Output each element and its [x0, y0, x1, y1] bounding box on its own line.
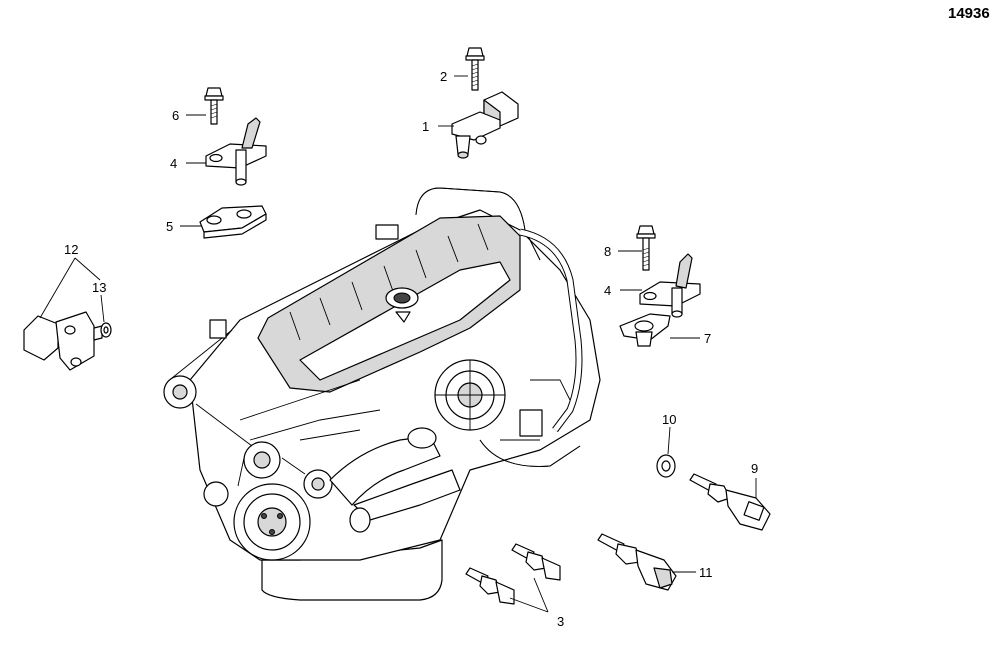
callout-6: 6 [172, 108, 179, 123]
callout-9: 9 [751, 461, 758, 476]
bolt-6 [204, 87, 224, 125]
spacer-plate-5 [199, 205, 267, 239]
speed-sensor-4-right [639, 253, 701, 318]
callout-5: 5 [166, 219, 173, 234]
callout-3: 3 [557, 614, 564, 629]
sensor-3-upper [511, 543, 561, 581]
bracket-7 [619, 313, 671, 347]
bolt-2 [465, 47, 485, 91]
sensor-12 [23, 311, 103, 371]
callout-2: 2 [440, 69, 447, 84]
sensor-1 [451, 91, 519, 159]
callout-1: 1 [422, 119, 429, 134]
callout-4-upper: 4 [170, 156, 177, 171]
speed-sensor-4-upper [205, 117, 267, 186]
callout-labels: 1 2 3 4 4 5 6 7 8 9 10 11 12 13 [64, 69, 758, 629]
engine-assembly [163, 187, 601, 601]
callout-10: 10 [662, 412, 676, 427]
callout-4-right: 4 [604, 283, 611, 298]
temperature-sensor-9 [689, 473, 771, 531]
callout-12: 12 [64, 242, 78, 257]
bolt-8 [636, 225, 656, 271]
washer-13 [100, 322, 112, 338]
callout-7: 7 [704, 331, 711, 346]
leader-lines [39, 75, 757, 613]
callout-13: 13 [92, 280, 106, 295]
washer-10 [656, 454, 676, 478]
sensor-3-lower [465, 567, 515, 605]
pressure-sensor-11 [597, 533, 677, 591]
callout-8: 8 [604, 244, 611, 259]
callout-11: 11 [699, 565, 713, 580]
figure-number: 14936 [948, 5, 990, 22]
